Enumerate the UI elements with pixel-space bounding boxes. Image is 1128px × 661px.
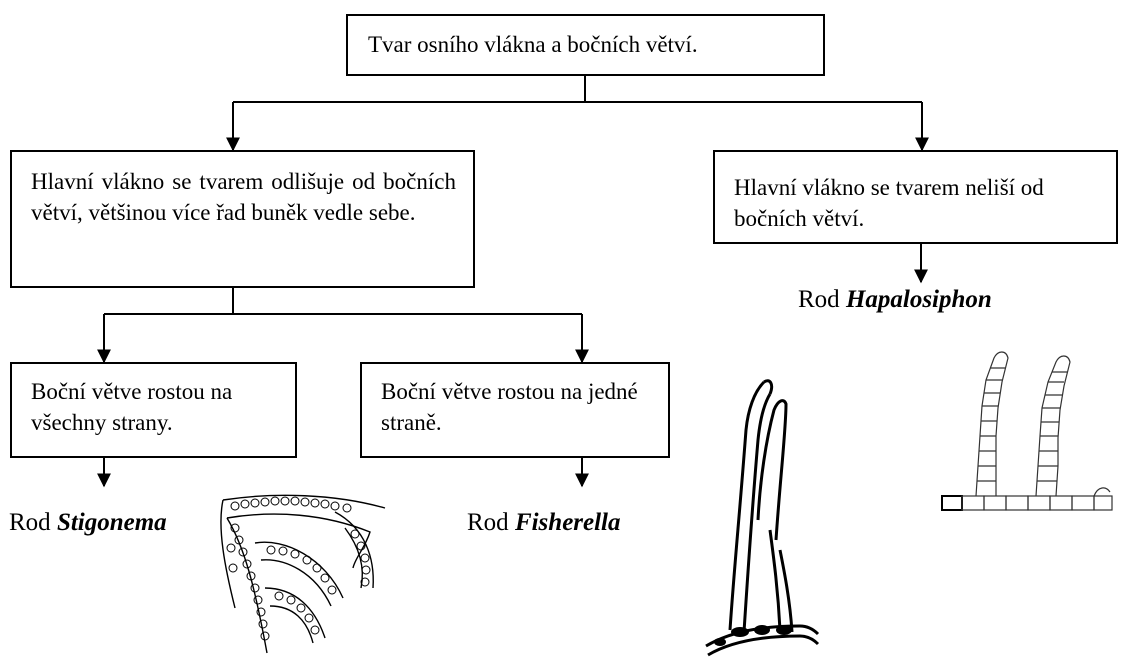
leaf-one-side-text: Boční větve rostou na jedné straně. (381, 379, 638, 435)
fisherella-drawing (700, 370, 820, 660)
root-text: Tvar osního vlákna a bočních větví. (368, 32, 698, 57)
genus-fisherella-name: Fisherella (515, 509, 621, 536)
left-branch-text: Hlavní vlákno se tvarem odlišuje od bočn… (31, 169, 456, 225)
leaf-all-sides-box: Boční větve rostou na všechny strany. (10, 362, 297, 458)
root-box: Tvar osního vlákna a bočních větví. (346, 14, 825, 76)
genus-fisherella-label: Rod Fisherella (467, 509, 621, 537)
stigonema-drawing (215, 488, 395, 658)
genus-hapalosiphon-name: Hapalosiphon (846, 286, 992, 313)
genus-hapalosiphon-label: Rod Hapalosiphon (798, 286, 992, 314)
right-branch-box: Hlavní vlákno se tvarem neliší od bočníc… (713, 150, 1118, 244)
left-branch-connector (104, 288, 582, 314)
genus-stigonema-name: Stigonema (57, 509, 167, 536)
left-branch-box: Hlavní vlákno se tvarem odlišuje od bočn… (10, 150, 475, 288)
root-connector (233, 76, 922, 102)
right-branch-text: Hlavní vlákno se tvarem neliší od bočníc… (734, 175, 1044, 231)
leaf-one-side-box: Boční větve rostou na jedné straně. (360, 362, 670, 458)
hapalosiphon-drawing (940, 346, 1120, 516)
genus-stigonema-label: Rod Stigonema (9, 509, 167, 537)
leaf-all-sides-text: Boční větve rostou na všechny strany. (31, 379, 232, 435)
